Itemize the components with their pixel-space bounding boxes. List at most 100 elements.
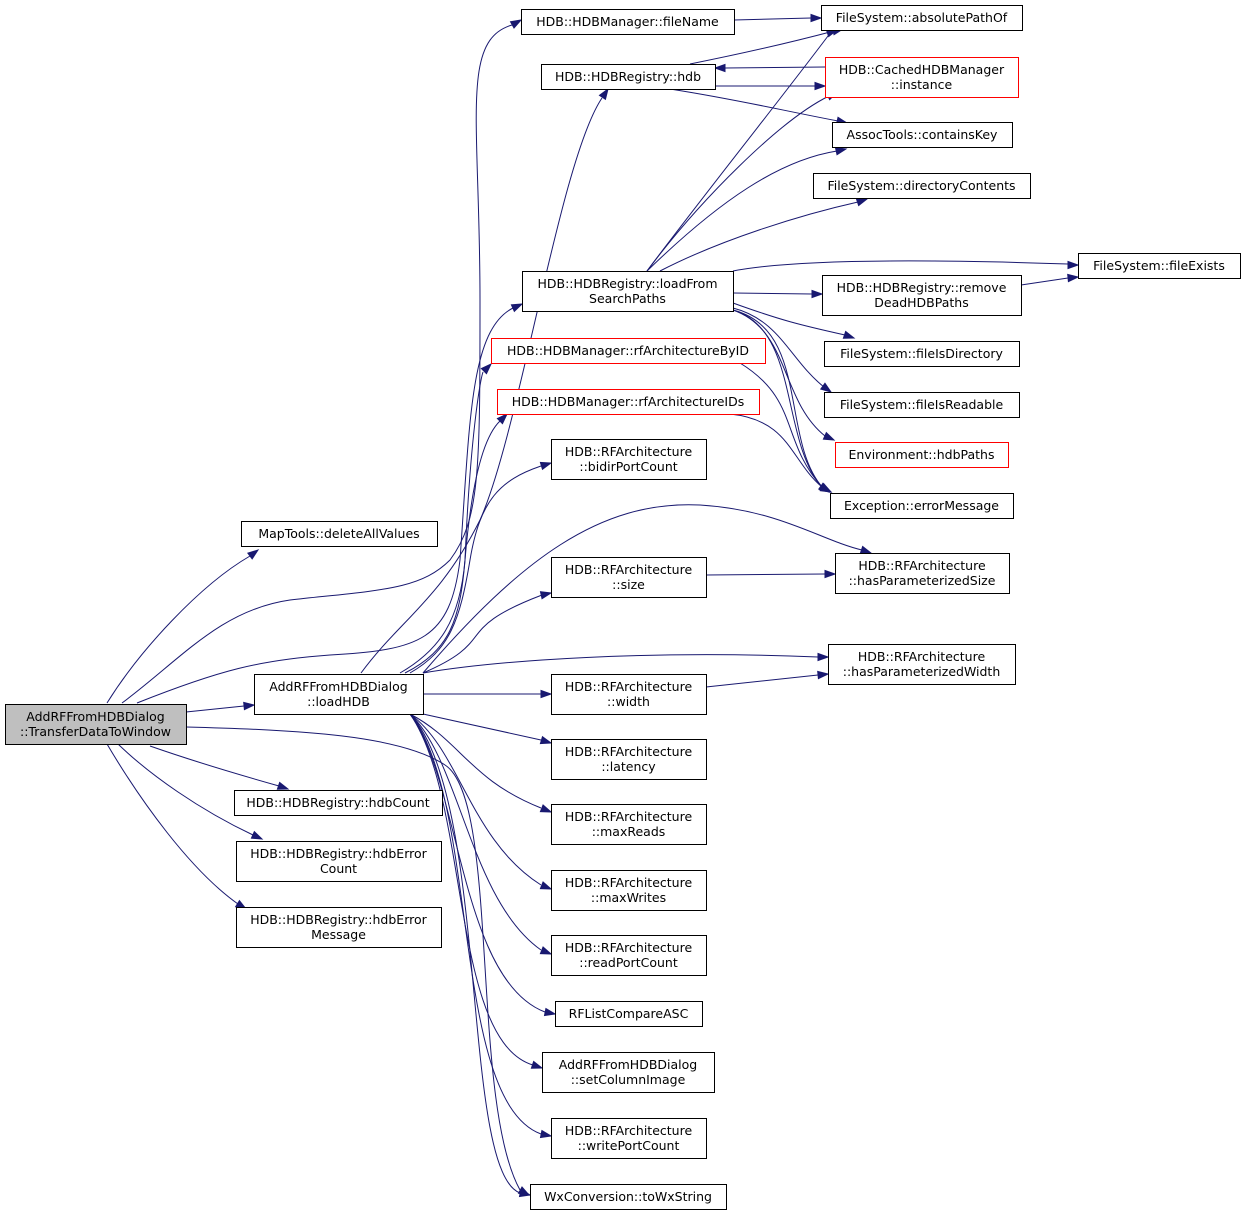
node-fileexists[interactable]: FileSystem::fileExists (1078, 253, 1241, 279)
call-edge (422, 713, 542, 741)
arrow-head (1067, 260, 1080, 270)
arrow-head (539, 946, 553, 955)
node-label: ::hasParameterizedWidth (843, 664, 1001, 679)
node-contains[interactable]: AssocTools::containsKey (832, 122, 1013, 148)
call-edge (409, 713, 521, 1194)
node-box[interactable] (542, 1052, 715, 1093)
node-rflist[interactable]: RFListCompareASC (555, 1001, 703, 1027)
node-readport[interactable]: HDB::RFArchitecture::readPortCount (551, 935, 707, 976)
node-filename[interactable]: HDB::HDBManager::fileName (521, 9, 735, 35)
node-box[interactable] (497, 389, 760, 415)
call-edge (409, 713, 542, 809)
node-dircont[interactable]: FileSystem::directoryContents (813, 173, 1031, 199)
node-box[interactable] (830, 493, 1014, 519)
call-edge (409, 713, 546, 1013)
node-root[interactable]: AddRFFromHDBDialog::TransferDataToWindow (5, 704, 187, 745)
arrow-head (518, 1188, 532, 1198)
arrow-head (539, 1129, 553, 1139)
node-box[interactable] (1078, 253, 1241, 279)
node-box[interactable] (835, 442, 1009, 468)
node-box[interactable] (530, 1184, 727, 1210)
arrow-head (539, 591, 553, 600)
call-edge (739, 362, 823, 488)
node-width[interactable]: HDB::RFArchitecture::width (551, 674, 707, 715)
node-writeport[interactable]: HDB::RFArchitecture::writePortCount (551, 1118, 707, 1159)
node-latency[interactable]: HDB::RFArchitecture::latency (551, 739, 707, 780)
node-abspath[interactable]: FileSystem::absolutePathOf (821, 5, 1023, 31)
node-box[interactable] (555, 1001, 703, 1027)
node-label: HDB::RFArchitecture (858, 649, 986, 664)
edges (106, 13, 1080, 1198)
node-rfbyid[interactable]: HDB::HDBManager::rfArchitectureByID (491, 338, 766, 364)
node-envpaths[interactable]: Environment::hdbPaths (835, 442, 1009, 468)
node-box[interactable] (5, 704, 187, 745)
node-hasparamwidth[interactable]: HDB::RFArchitecture::hasParameterizedWid… (828, 644, 1016, 685)
node-box[interactable] (551, 804, 707, 845)
node-rfids[interactable]: HDB::HDBManager::rfArchitectureIDs (497, 389, 760, 415)
node-box[interactable] (551, 935, 707, 976)
node-deleteall[interactable]: MapTools::deleteAllValues (241, 521, 438, 547)
node-box[interactable] (491, 338, 766, 364)
node-isreadable[interactable]: FileSystem::fileIsReadable (824, 392, 1020, 418)
node-box[interactable] (551, 739, 707, 780)
node-box[interactable] (234, 790, 443, 816)
call-edge (185, 726, 521, 1191)
node-box[interactable] (835, 553, 1010, 594)
node-bidir[interactable]: HDB::RFArchitecture::bidirPortCount (551, 439, 707, 480)
arrow-head (810, 13, 823, 23)
node-label: ::maxWrites (591, 890, 666, 905)
node-box[interactable] (824, 392, 1020, 418)
node-box[interactable] (822, 275, 1022, 316)
call-edge (185, 705, 245, 713)
node-box[interactable] (551, 870, 707, 911)
node-label: FileSystem::absolutePathOf (836, 10, 1008, 25)
node-box[interactable] (825, 57, 1019, 98)
node-maxreads[interactable]: HDB::RFArchitecture::maxReads (551, 804, 707, 845)
node-box[interactable] (254, 674, 424, 715)
node-isdir[interactable]: FileSystem::fileIsDirectory (824, 341, 1020, 367)
node-maxwrites[interactable]: HDB::RFArchitecture::maxWrites (551, 870, 707, 911)
node-box[interactable] (236, 841, 442, 882)
call-edge (705, 573, 826, 576)
node-hdb[interactable]: HDB::HDBRegistry::hdb (541, 64, 716, 90)
node-box[interactable] (832, 122, 1013, 148)
node-label: Message (311, 927, 366, 942)
node-box[interactable] (551, 557, 707, 598)
node-box[interactable] (521, 9, 735, 35)
node-box[interactable] (824, 341, 1020, 367)
node-box[interactable] (241, 521, 438, 547)
node-size[interactable]: HDB::RFArchitecture::size (551, 557, 707, 598)
arrow-head (1067, 273, 1080, 283)
node-setcol[interactable]: AddRFFromHDBDialog::setColumnImage (542, 1052, 715, 1093)
node-label: FileSystem::fileIsDirectory (840, 346, 1003, 361)
node-box[interactable] (813, 173, 1031, 199)
node-label: Environment::hdbPaths (848, 447, 994, 462)
arrow-head (859, 545, 873, 554)
node-hasparamsize[interactable]: HDB::RFArchitecture::hasParameterizedSiz… (835, 553, 1010, 594)
node-hdbcount[interactable]: HDB::HDBRegistry::hdbCount (234, 790, 443, 816)
node-errmsg[interactable]: Exception::errorMessage (830, 493, 1014, 519)
node-loadhdb[interactable]: AddRFFromHDBDialog::loadHDB (254, 674, 424, 715)
node-cached[interactable]: HDB::CachedHDBManager::instance (825, 57, 1019, 98)
node-box[interactable] (821, 5, 1023, 31)
node-box[interactable] (236, 907, 442, 948)
node-box[interactable] (541, 64, 716, 90)
node-label: ::readPortCount (579, 955, 678, 970)
node-box[interactable] (551, 1118, 707, 1159)
node-label: HDB::HDBManager::rfArchitectureIDs (512, 394, 745, 409)
node-label: Count (320, 861, 357, 876)
node-box[interactable] (551, 439, 707, 480)
arrow-head (713, 63, 726, 73)
node-box[interactable] (828, 644, 1016, 685)
arrow-head (842, 330, 856, 339)
node-label: HDB::CachedHDBManager (839, 62, 1005, 77)
node-label: HDB::HDBManager::rfArchitectureByID (507, 343, 749, 358)
node-box[interactable] (522, 271, 734, 312)
node-towx[interactable]: WxConversion::toWxString (530, 1184, 727, 1210)
node-box[interactable] (551, 674, 707, 715)
